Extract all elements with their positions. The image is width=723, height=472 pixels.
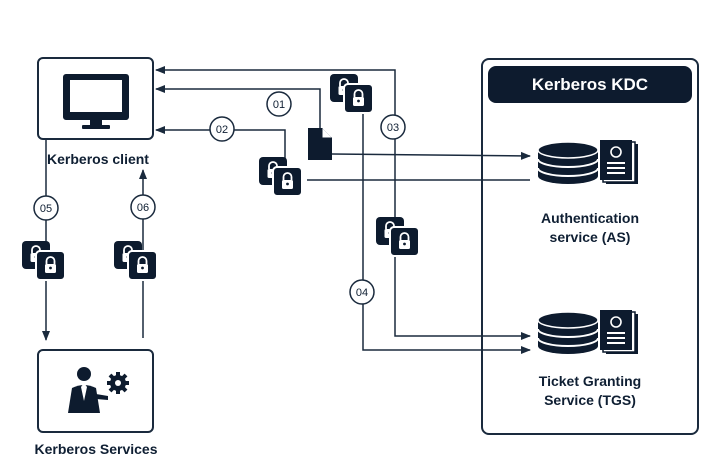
document-icon [308,128,332,160]
lock-pair-icon [259,157,302,196]
step-label: 02 [216,124,228,136]
client-label: Kerberos client [47,151,149,167]
services-label: Kerberos Services [34,441,158,457]
authentication-service-label: Authentication service (AS) [541,210,639,245]
lock-pair-icon [22,241,65,280]
step-label: 06 [137,202,149,214]
step-label: 03 [387,122,399,134]
monitor-icon [63,74,129,129]
authentication-service-icon [537,139,639,185]
ticket-granting-service-icon [537,309,639,355]
step-label: 04 [356,287,368,299]
ticket-granting-service-label: Ticket Granting Service (TGS) [538,373,642,408]
step-markers: 01 02 03 04 05 06 [33,91,406,305]
businessman-gear-icon [68,367,129,413]
kdc-container [481,58,699,435]
lock-pair-icon [114,241,157,280]
step-label: 05 [40,203,52,215]
kdc-title: Kerberos KDC [488,66,692,103]
lock-pair-icon [330,74,373,113]
step-label: 01 [273,99,285,111]
lock-pair-icon [376,217,419,256]
